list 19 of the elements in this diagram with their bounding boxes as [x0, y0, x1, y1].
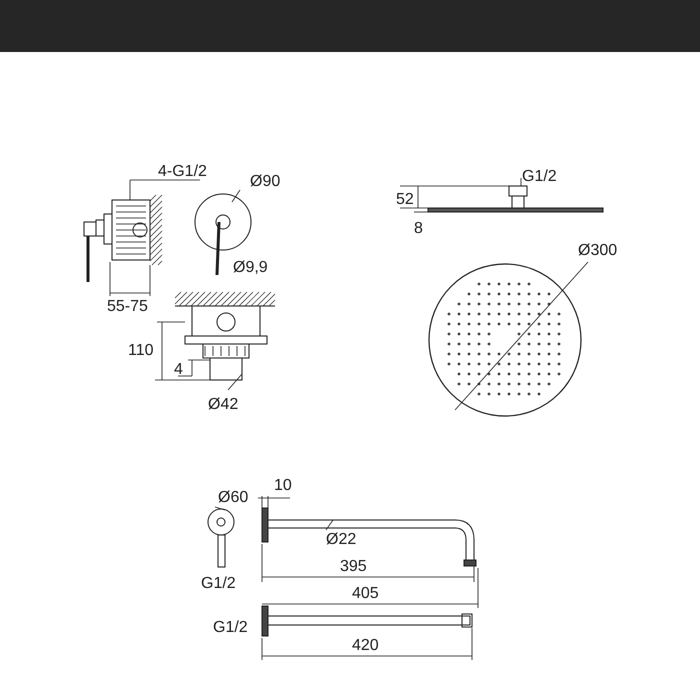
- dimension-label: G1/2: [213, 619, 248, 637]
- dimension-label: G1/2: [522, 168, 557, 186]
- dimension-label: 52: [396, 191, 414, 209]
- dimension-label: 4-G1/2: [158, 163, 207, 181]
- dimension-label: 4: [174, 361, 183, 379]
- dimension-label: 10: [274, 477, 292, 495]
- dimension-label: 8: [414, 220, 423, 238]
- dimension-label: Ø42: [208, 396, 238, 414]
- dimension-label: Ø60: [218, 489, 248, 507]
- dimension-label: G1/2: [201, 575, 236, 593]
- dimension-label: 420: [352, 637, 379, 655]
- dimension-label: 110: [128, 342, 154, 360]
- dimension-label: 405: [352, 585, 379, 603]
- dimension-label: 395: [340, 558, 367, 576]
- dimension-label: 55-75: [107, 298, 148, 316]
- dimension-label: Ø9,9: [233, 259, 268, 277]
- dimension-label: Ø300: [578, 242, 618, 260]
- dimension-label: Ø90: [250, 173, 280, 191]
- dimension-label: Ø22: [326, 531, 356, 549]
